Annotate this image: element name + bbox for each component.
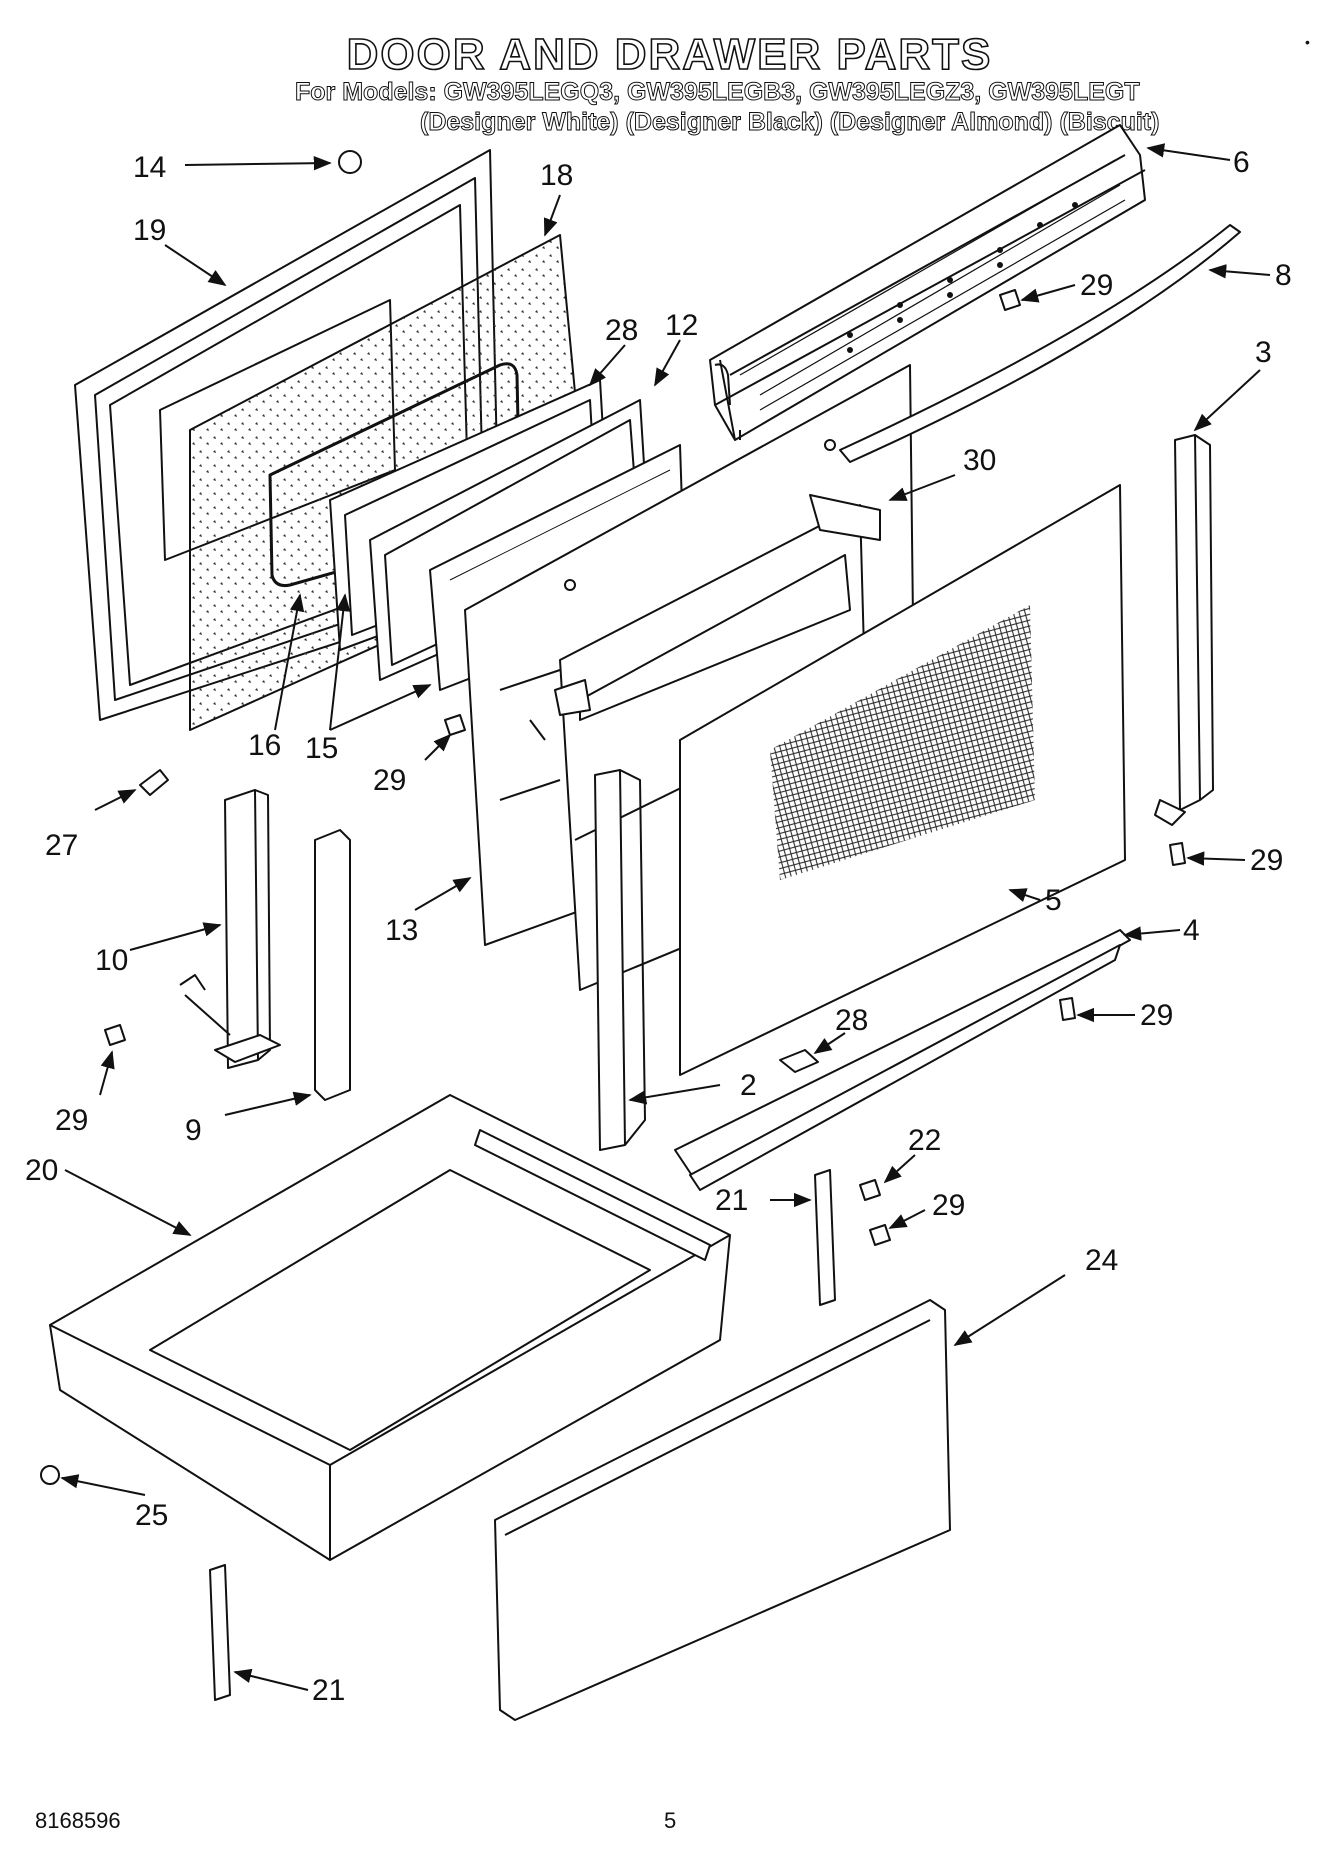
drawer-bracket-21a xyxy=(814,1169,836,1306)
callout-20: 20 xyxy=(25,1154,58,1187)
callout-21-b: 21 xyxy=(312,1674,345,1707)
hinge-bracket-10 xyxy=(179,789,281,1069)
callout-labels: 14 18 19 6 8 29 28 12 3 30 16 15 29 27 2… xyxy=(25,146,1292,1707)
screw-29-a xyxy=(999,289,1021,311)
drawer-bracket-21b xyxy=(209,1564,231,1701)
corner-mark: • xyxy=(1305,34,1310,50)
callout-16: 16 xyxy=(248,729,281,762)
bumper-25 xyxy=(40,1465,60,1485)
callout-9: 9 xyxy=(185,1114,202,1147)
callout-24: 24 xyxy=(1085,1244,1118,1277)
callout-10: 10 xyxy=(95,944,128,977)
drawer-20 xyxy=(49,1094,731,1561)
outer-door-glass-5 xyxy=(679,484,1126,1076)
callout-27: 27 xyxy=(45,829,78,862)
callout-22: 22 xyxy=(908,1124,941,1157)
screw-29-f xyxy=(869,1224,891,1246)
spacer-9 xyxy=(314,829,351,1101)
handle-8 xyxy=(839,224,1241,463)
right-side-trim-3 xyxy=(1154,434,1214,826)
screw-29-e xyxy=(104,1024,126,1046)
callout-28-b: 28 xyxy=(835,1004,868,1037)
callout-15: 15 xyxy=(305,732,338,765)
bottom-trim-4 xyxy=(674,929,1131,1191)
callout-29-f: 29 xyxy=(932,1189,965,1222)
callout-25: 25 xyxy=(135,1499,168,1532)
screw-22 xyxy=(859,1179,881,1201)
callout-21-a: 21 xyxy=(715,1184,748,1217)
callout-30: 30 xyxy=(963,444,996,477)
callout-28-a: 28 xyxy=(605,314,638,347)
page-title: DOOR AND DRAWER PARTS xyxy=(346,29,993,80)
callout-5: 5 xyxy=(1045,884,1062,917)
callout-3: 3 xyxy=(1255,336,1272,369)
clip-28 xyxy=(779,1049,819,1073)
clip-27 xyxy=(139,769,169,796)
control-panel-6 xyxy=(709,124,1146,441)
callout-29-d: 29 xyxy=(1140,999,1173,1032)
callout-12: 12 xyxy=(665,309,698,342)
doc-number: 8168596 xyxy=(35,1808,121,1833)
screw-29-c xyxy=(1169,842,1186,866)
callout-6: 6 xyxy=(1233,146,1250,179)
callout-19: 19 xyxy=(133,214,166,247)
bumper-14 xyxy=(338,150,362,174)
models-line: For Models: GW395LEGQ3, GW395LEGB3, GW39… xyxy=(295,78,1141,107)
callout-29-a: 29 xyxy=(1080,269,1113,302)
callout-29-e: 29 xyxy=(55,1104,88,1137)
door-side-trim-2 xyxy=(594,769,646,1151)
callout-13: 13 xyxy=(385,914,418,947)
screw-29-b xyxy=(444,714,466,736)
page-number: 5 xyxy=(664,1808,677,1833)
colors-line: (Designer White) (Designer Black) (Desig… xyxy=(419,108,1160,137)
callout-14: 14 xyxy=(133,151,166,184)
drawer-front-24 xyxy=(494,1299,951,1721)
callout-18: 18 xyxy=(540,159,573,192)
callout-8: 8 xyxy=(1275,259,1292,292)
leader-arrows xyxy=(60,143,1271,1691)
callout-4: 4 xyxy=(1183,914,1200,947)
callout-2: 2 xyxy=(740,1069,757,1102)
callout-29-c: 29 xyxy=(1250,844,1283,877)
callout-29-b: 29 xyxy=(373,764,406,797)
screw-29-d xyxy=(1059,997,1076,1021)
